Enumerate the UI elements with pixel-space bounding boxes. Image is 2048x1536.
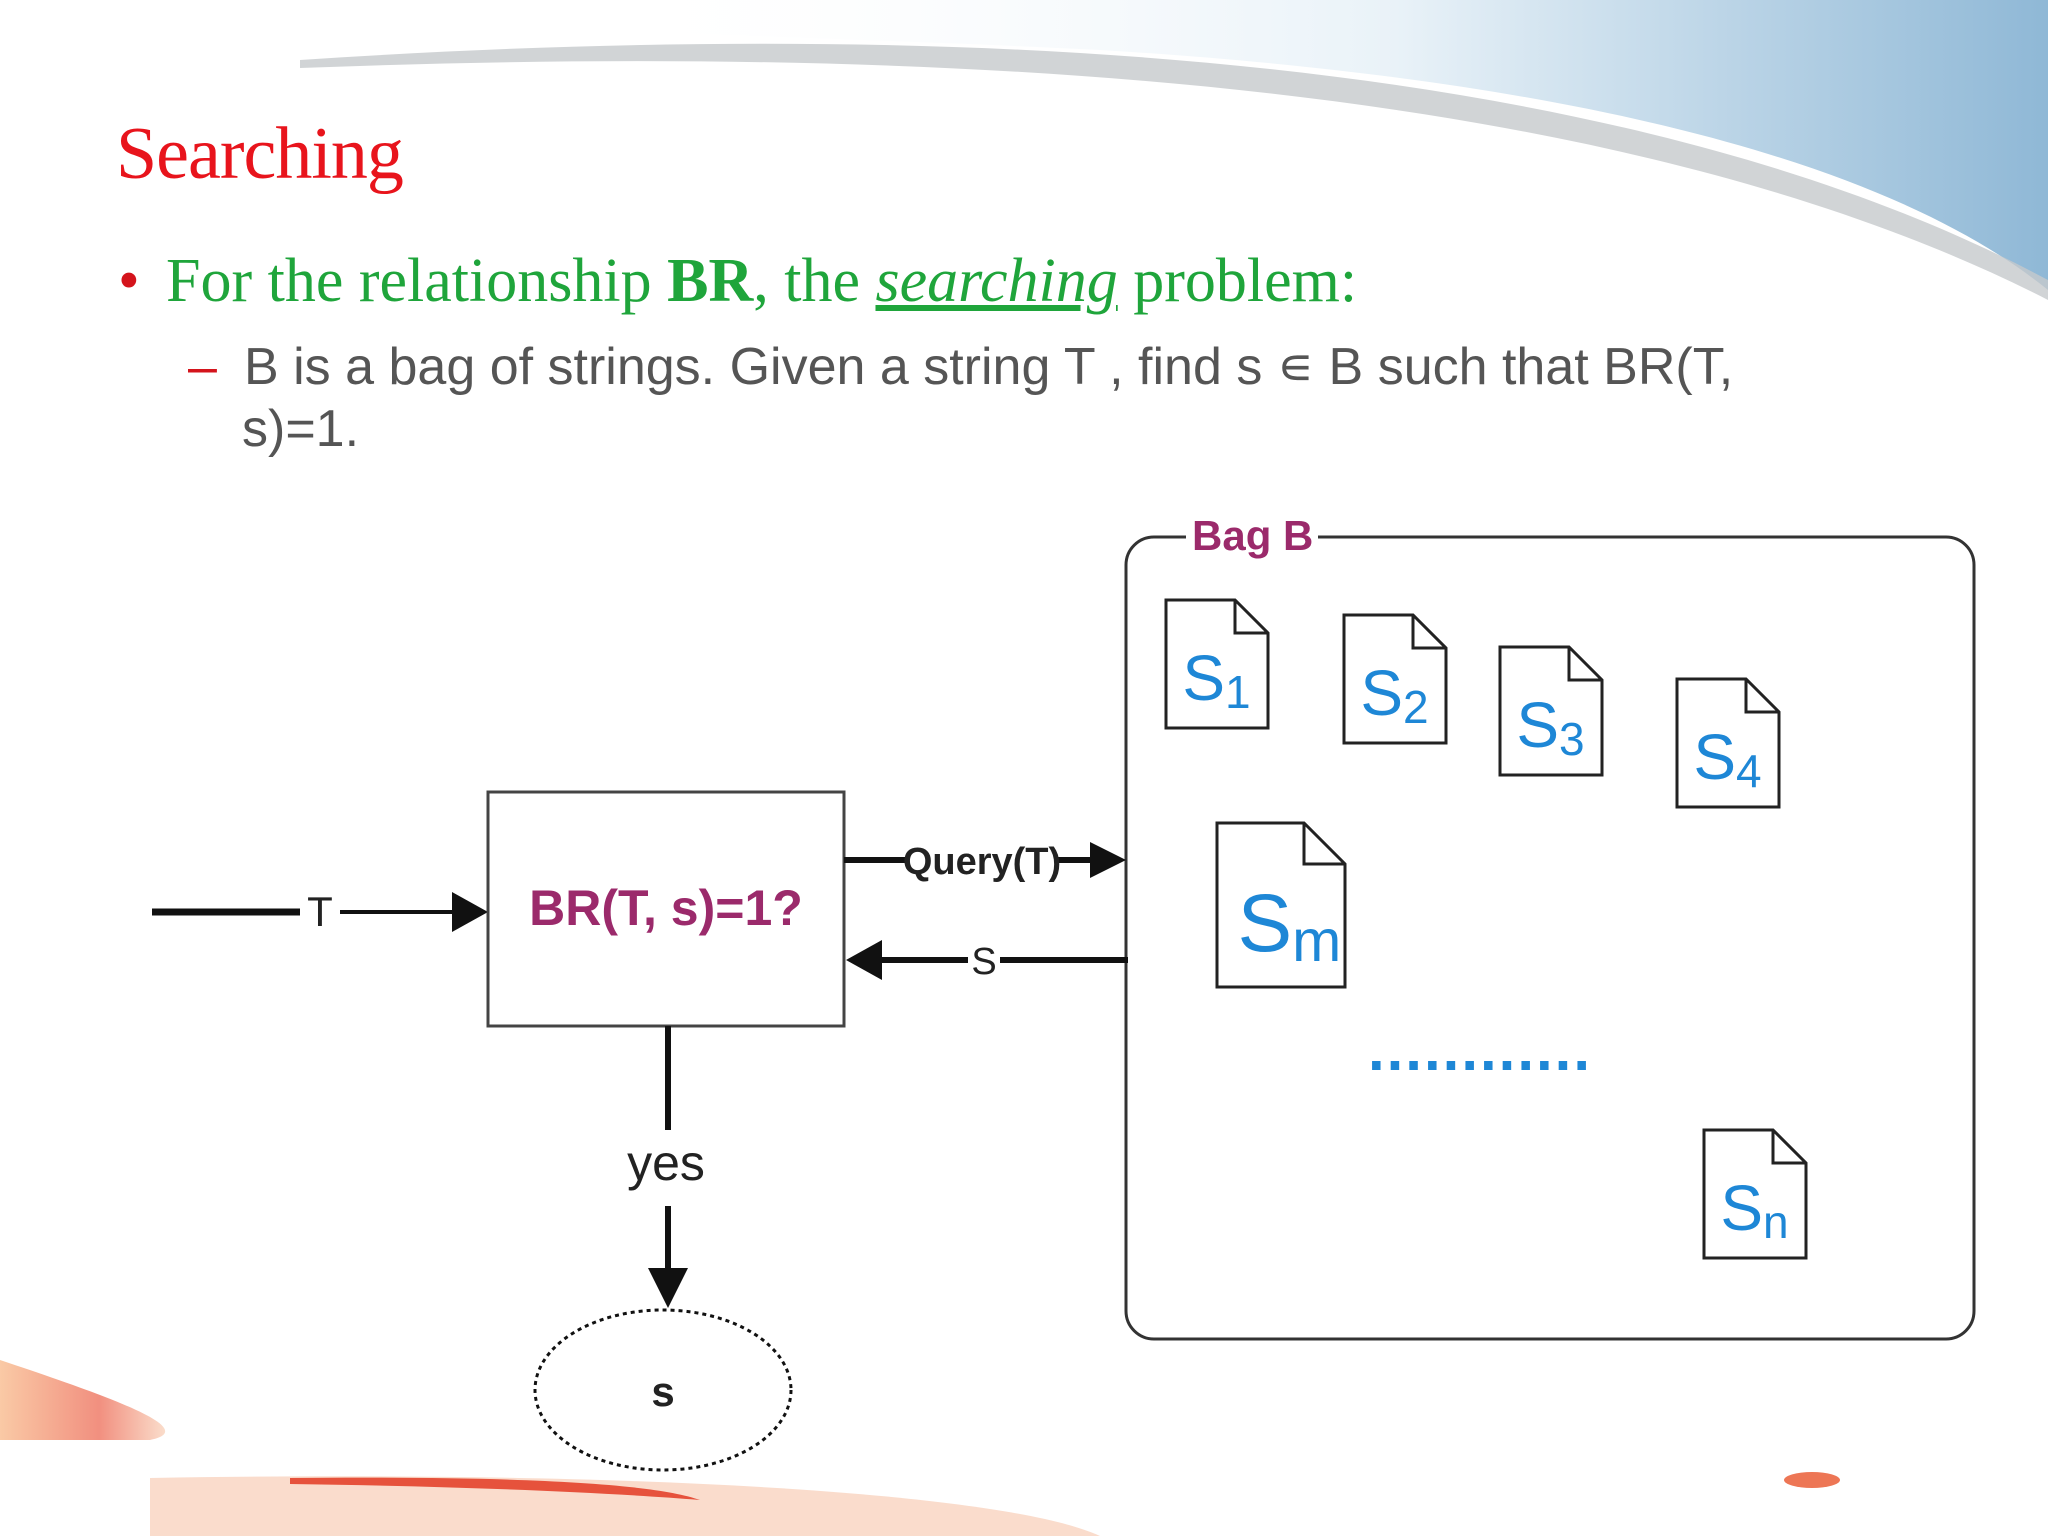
- document-label: S4: [1693, 721, 1761, 797]
- document-s4: S4: [1675, 677, 1781, 809]
- sub-bullet-line2: s)=1.: [242, 400, 360, 458]
- document-sm: Sm: [1215, 821, 1347, 989]
- document-s1: S1: [1164, 598, 1270, 730]
- return-arrowhead: [846, 940, 882, 980]
- document-icon: [1498, 645, 1604, 777]
- bullet-main: •For the relationship BR, the searching …: [118, 246, 1357, 317]
- document-label: S3: [1516, 689, 1584, 765]
- document-icon: [1215, 821, 1347, 989]
- document-sn: Sn: [1702, 1128, 1808, 1260]
- document-icon: [1342, 613, 1448, 745]
- input-label: T: [307, 888, 333, 935]
- document-icon: [1675, 677, 1781, 809]
- bullet-suffix: problem:: [1117, 247, 1358, 315]
- document-label: Sm: [1237, 878, 1341, 974]
- document-label: S2: [1360, 657, 1428, 733]
- orange-accent-right: [1784, 1472, 1840, 1488]
- bullet-mid: , the: [753, 247, 876, 315]
- bag-label: Bag B: [1192, 512, 1313, 559]
- bullet-relation: BR: [667, 247, 754, 315]
- sky-band: [600, 0, 2048, 290]
- query-label: Query(T): [903, 841, 1061, 883]
- document-label: Sn: [1720, 1172, 1788, 1248]
- sub-bullet-line1: B is a bag of strings. Given a string T …: [244, 338, 1734, 396]
- bullet-prefix: For the relationship: [166, 247, 668, 315]
- decision-label: BR(T, s)=1?: [529, 880, 803, 936]
- document-s3: S3: [1498, 645, 1604, 777]
- yes-arrowhead: [648, 1268, 688, 1308]
- bullet-emphasis: searching: [875, 247, 1118, 315]
- document-icon: [1164, 598, 1270, 730]
- red-swoosh-bottom: [290, 1477, 700, 1500]
- yes-label: yes: [627, 1135, 705, 1191]
- input-arrowhead: [452, 892, 488, 932]
- bullet-dot: •: [118, 247, 140, 315]
- orange-swoosh-left: [0, 1360, 166, 1440]
- output-ellipse: [533, 1308, 793, 1472]
- output-label: s: [651, 1368, 674, 1415]
- document-icon: [1702, 1128, 1808, 1260]
- return-label: S: [971, 941, 996, 983]
- decision-box: [486, 790, 846, 1028]
- document-label: S1: [1182, 642, 1250, 718]
- bag-label-bg: [1186, 512, 1318, 562]
- sub-bullet-dash: –: [188, 338, 217, 396]
- orange-swoosh-bottom: [150, 1476, 1100, 1536]
- bag-container: [1124, 535, 1976, 1341]
- sub-bullet: –B is a bag of strings. Given a string T…: [188, 336, 1888, 460]
- slide-title: Searching: [116, 113, 404, 195]
- query-arrowhead: [1090, 842, 1126, 878]
- document-s2: S2: [1342, 613, 1448, 745]
- documents-ellipsis: ............: [1368, 1016, 1592, 1083]
